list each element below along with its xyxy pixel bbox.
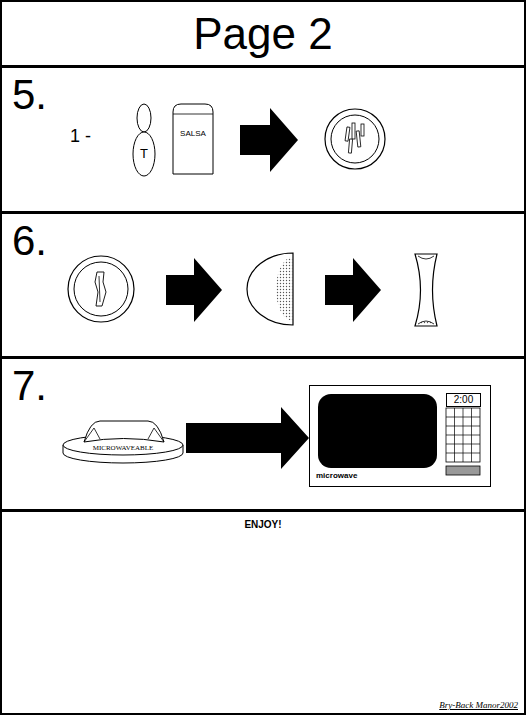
block-arrow xyxy=(186,407,309,469)
quantity-label: 1 - xyxy=(70,127,91,147)
rolled-burrito xyxy=(415,254,437,326)
step-number: 6. xyxy=(12,218,47,264)
filled-tortilla xyxy=(68,256,134,322)
microwaveable-dish: MICROWAVEABLE xyxy=(60,415,186,465)
block-arrow xyxy=(325,258,381,322)
tortilla-plate xyxy=(325,109,385,169)
page-title: Page 2 xyxy=(0,10,526,58)
timer-display: 2:00 xyxy=(446,393,481,407)
closing-panel: ENJOY! Bry-Back Manor2002 xyxy=(0,510,526,715)
microwave-panel xyxy=(318,394,480,475)
step-panel: 7. MICROWAVEABLE 2:00 microwave xyxy=(0,357,526,512)
block-arrow xyxy=(240,108,298,172)
microwaveable-dish-outline xyxy=(60,415,186,465)
step-number: 7. xyxy=(12,363,47,409)
closing-note: ENJOY! xyxy=(0,519,526,530)
tablespoon-outline xyxy=(130,102,158,178)
folded-tortilla xyxy=(247,253,293,325)
appliance-label: microwave xyxy=(316,472,357,481)
title-band: Page 2 xyxy=(0,0,526,68)
microwave-oven: 2:00 microwave xyxy=(309,385,491,487)
dish-label: MICROWAVEABLE xyxy=(60,445,186,453)
jar-label: SALSA xyxy=(171,130,215,139)
tablespoon: T xyxy=(130,102,158,178)
block-arrow xyxy=(166,258,222,322)
step-number: 5. xyxy=(12,72,47,118)
credit-note: Bry-Back Manor2002 xyxy=(439,701,518,711)
measure-letter: T xyxy=(130,147,158,161)
salsa-jar: SALSA xyxy=(171,102,215,176)
salsa-jar-outline xyxy=(171,102,215,176)
step-panel: 6. xyxy=(0,212,526,359)
